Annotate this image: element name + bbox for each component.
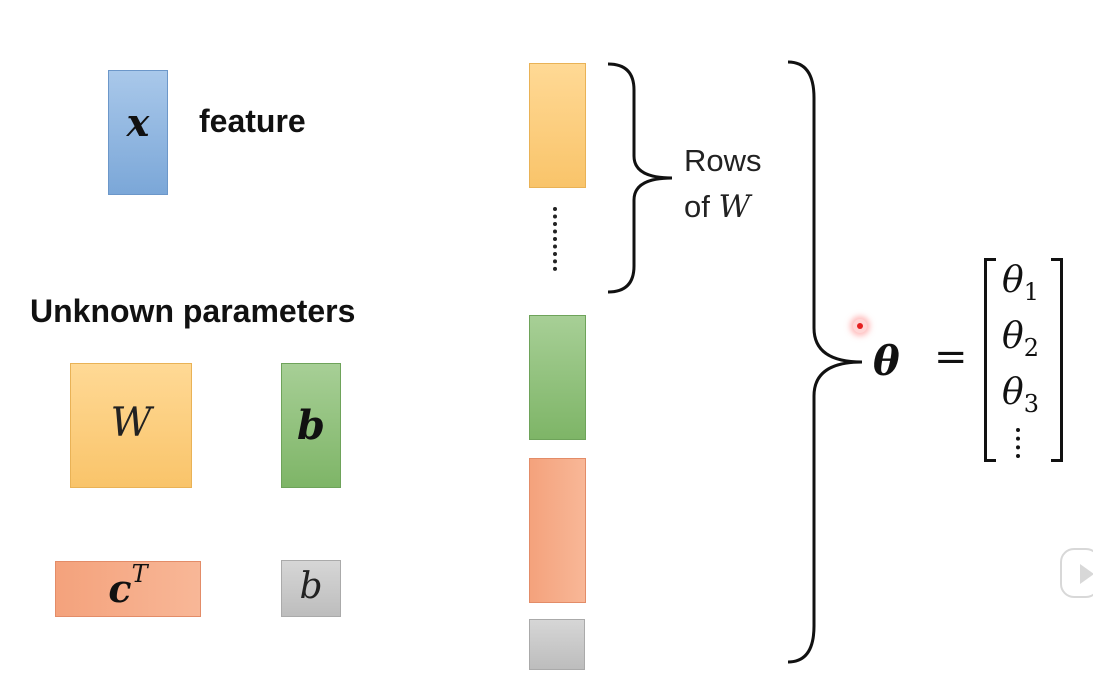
- rows-of-W-label: Rows of W: [684, 138, 762, 230]
- theta-1-base: θ: [1002, 260, 1024, 301]
- theta-element-2: θ2: [1002, 316, 1039, 362]
- feature-x-block: [108, 70, 168, 195]
- left-matrix-bracket: [984, 258, 996, 462]
- rows-label-prefix: of: [684, 189, 719, 224]
- theta-3-sub: 3: [1023, 390, 1039, 419]
- rows-label-line2: of W: [684, 184, 762, 230]
- theta-1-sub: 1: [1023, 278, 1039, 307]
- row-of-W-block: [529, 63, 586, 188]
- cursor-dot-icon: [853, 319, 867, 333]
- weight-W-symbol: W: [110, 400, 152, 446]
- theta-element-3: θ3: [1002, 372, 1039, 418]
- right-matrix-bracket: [1051, 258, 1063, 462]
- play-control-icon[interactable]: [1060, 548, 1093, 598]
- rows-label-W: W: [718, 189, 751, 225]
- theta-symbol: θ: [873, 338, 900, 385]
- large-curly-brace: [787, 60, 863, 664]
- bias-row-block: [529, 315, 586, 440]
- theta-2-sub: 2: [1023, 334, 1039, 363]
- rows-label-line1: Rows: [684, 143, 762, 178]
- weight-W-block: [70, 363, 192, 488]
- vector-vertical-ellipsis: [1016, 428, 1022, 458]
- c-transpose-block: [55, 561, 201, 617]
- theta-3-base: θ: [1002, 372, 1024, 413]
- small-curly-brace: [607, 62, 673, 294]
- theta-2-base: θ: [1002, 316, 1024, 357]
- unknown-parameters-title: Unknown parameters: [30, 293, 356, 329]
- c-transpose-symbol: cT: [55, 560, 201, 611]
- scalar-b-symbol: b: [299, 566, 323, 607]
- equals-sign: =: [934, 334, 968, 380]
- vertical-ellipsis: [553, 207, 563, 271]
- c-base: c: [108, 566, 132, 611]
- feature-label: feature: [199, 103, 306, 139]
- theta-element-1: θ1: [1002, 260, 1039, 306]
- feature-x-symbol: x: [126, 100, 150, 145]
- bias-b-vector-symbol: b: [297, 402, 325, 449]
- scalar-b-block: [281, 560, 341, 617]
- c-row-block: [529, 458, 586, 603]
- bias-b-vector-block: [281, 363, 341, 488]
- scalar-row-block: [529, 619, 585, 670]
- transpose-superscript: T: [131, 560, 148, 589]
